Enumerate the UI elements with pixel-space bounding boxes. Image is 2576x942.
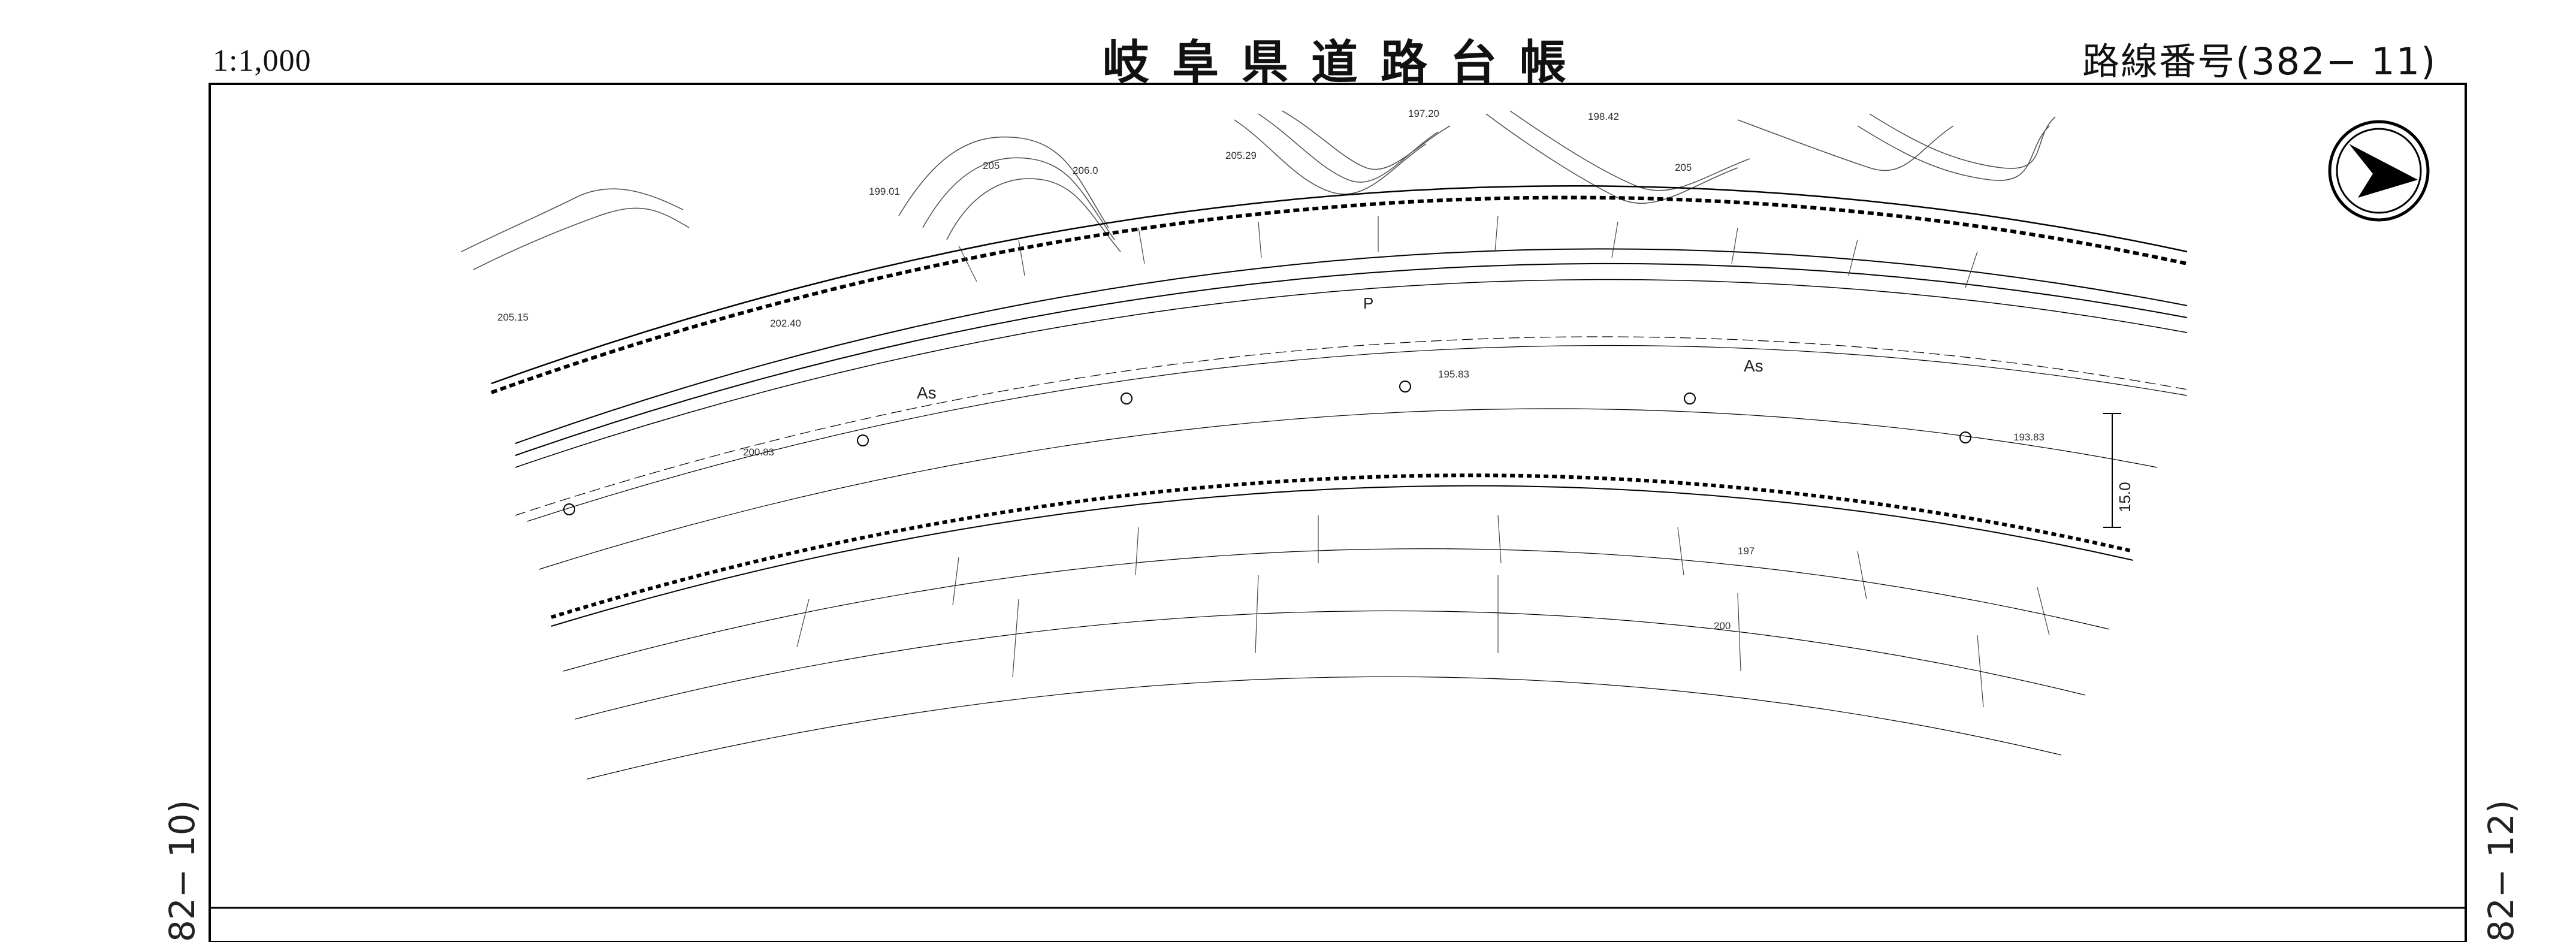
map-frame xyxy=(209,83,2467,942)
contour-label: 205 xyxy=(983,160,999,171)
dimension-label: 15.0 xyxy=(2116,482,2134,512)
survey-markers xyxy=(563,381,1971,515)
map-scale: 1:1,000 xyxy=(213,44,312,78)
spot-height: 193.83 xyxy=(2013,431,2045,443)
road-corridor xyxy=(490,185,2188,780)
north-arrow-icon xyxy=(2328,120,2430,222)
slope-hatching xyxy=(796,215,2050,708)
spot-height: 206.0 xyxy=(1073,165,1098,176)
spot-height: 199.01 xyxy=(869,186,900,197)
contour-label: 205 xyxy=(1675,162,1692,173)
route-number: 路線番号(382− 11) xyxy=(2082,40,2437,83)
surface-label-as-left: As xyxy=(917,384,937,402)
surface-label-as-right: As xyxy=(1744,357,1763,375)
dimension-line xyxy=(2103,413,2121,528)
surface-label-p: P xyxy=(1363,294,1373,312)
spot-height: 205.15 xyxy=(497,312,529,323)
page-title: 岐阜県道路台帳 xyxy=(1103,36,1590,90)
contour-label: 197 xyxy=(1738,545,1754,557)
spot-height: 205.29 xyxy=(1225,150,1257,161)
spot-height: 197.20 xyxy=(1408,108,1439,119)
spot-height: 202.40 xyxy=(770,318,801,329)
spot-height: 200.83 xyxy=(743,446,774,458)
spot-height: 198.42 xyxy=(1588,111,1619,122)
contour-lines xyxy=(461,110,2056,270)
spot-height: 195.83 xyxy=(1438,369,1469,380)
contour-label: 200 xyxy=(1714,620,1731,632)
